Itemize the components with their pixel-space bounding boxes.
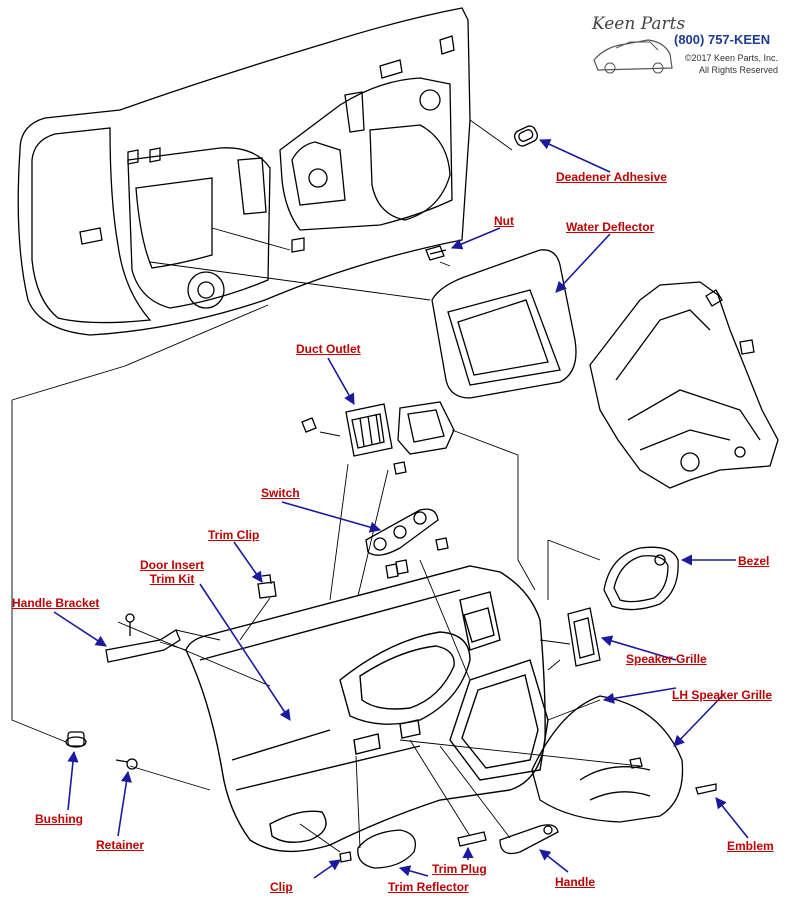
- label-door-insert-trim-kit[interactable]: Door Insert Trim Kit: [140, 558, 204, 586]
- label-trim-clip[interactable]: Trim Clip: [208, 528, 260, 542]
- label-clip[interactable]: Clip: [270, 880, 293, 894]
- label-retainer[interactable]: Retainer: [96, 838, 145, 852]
- label-trim-reflector[interactable]: Trim Reflector: [388, 880, 469, 894]
- brand-name: Keen Parts: [592, 14, 686, 34]
- label-emblem[interactable]: Emblem: [727, 839, 774, 853]
- label-duct-outlet[interactable]: Duct Outlet: [296, 342, 361, 356]
- bushing-part[interactable]: [65, 731, 87, 748]
- handle-part[interactable]: [499, 824, 559, 855]
- label-speaker-grille[interactable]: Speaker Grille: [626, 652, 707, 666]
- speaker-grille-part[interactable]: [567, 607, 601, 667]
- trim-plug-part[interactable]: [457, 831, 487, 847]
- rights-line: All Rights Reserved: [698, 65, 778, 75]
- label-bezel[interactable]: Bezel: [738, 554, 770, 568]
- label-lh-speaker-grille[interactable]: LH Speaker Grille: [672, 688, 773, 702]
- duct-outlet-part[interactable]: [301, 401, 455, 475]
- label-nut[interactable]: Nut: [494, 214, 514, 228]
- deadener-adhesive-part[interactable]: [513, 124, 540, 148]
- bezel-part[interactable]: [603, 546, 679, 611]
- assembly-lines: [11, 119, 641, 853]
- switch-part[interactable]: [365, 508, 449, 579]
- label-door-insert-line2: Trim Kit: [149, 572, 195, 586]
- door-trim-panel[interactable]: [185, 565, 549, 853]
- label-deadener-adhesive[interactable]: Deadener Adhesive: [556, 170, 667, 184]
- nut-part[interactable]: [425, 245, 447, 261]
- label-handle[interactable]: Handle: [555, 875, 596, 889]
- label-handle-bracket[interactable]: Handle Bracket: [12, 596, 100, 610]
- duct-bracket-part[interactable]: [589, 281, 779, 489]
- phone-number[interactable]: (800) 757-KEEN: [674, 32, 771, 47]
- copyright-line: ©2017 Keen Parts, Inc.: [684, 53, 778, 63]
- keen-parts-logo[interactable]: Keen Parts (800) 757-KEEN ©2017 Keen Par…: [586, 10, 786, 80]
- water-deflector-part[interactable]: [431, 249, 577, 399]
- car-sketch-icon: [593, 39, 673, 74]
- label-trim-plug[interactable]: Trim Plug: [432, 862, 487, 876]
- callout-arrows: [53, 139, 749, 879]
- trim-reflector-part[interactable]: [339, 829, 417, 869]
- trim-clip-part[interactable]: [257, 574, 277, 599]
- label-water-deflector[interactable]: Water Deflector: [566, 220, 655, 234]
- label-door-insert-line1: Door Insert: [140, 558, 205, 572]
- copyright-block: ©2017 Keen Parts, Inc. All Rights Reserv…: [685, 52, 778, 76]
- label-bushing[interactable]: Bushing: [35, 812, 83, 826]
- lh-speaker-grille-part[interactable]: [531, 695, 717, 823]
- label-switch[interactable]: Switch: [261, 486, 300, 500]
- retainer-part[interactable]: [115, 758, 138, 770]
- door-shell: [17, 7, 471, 336]
- handle-bracket-part[interactable]: [105, 613, 181, 663]
